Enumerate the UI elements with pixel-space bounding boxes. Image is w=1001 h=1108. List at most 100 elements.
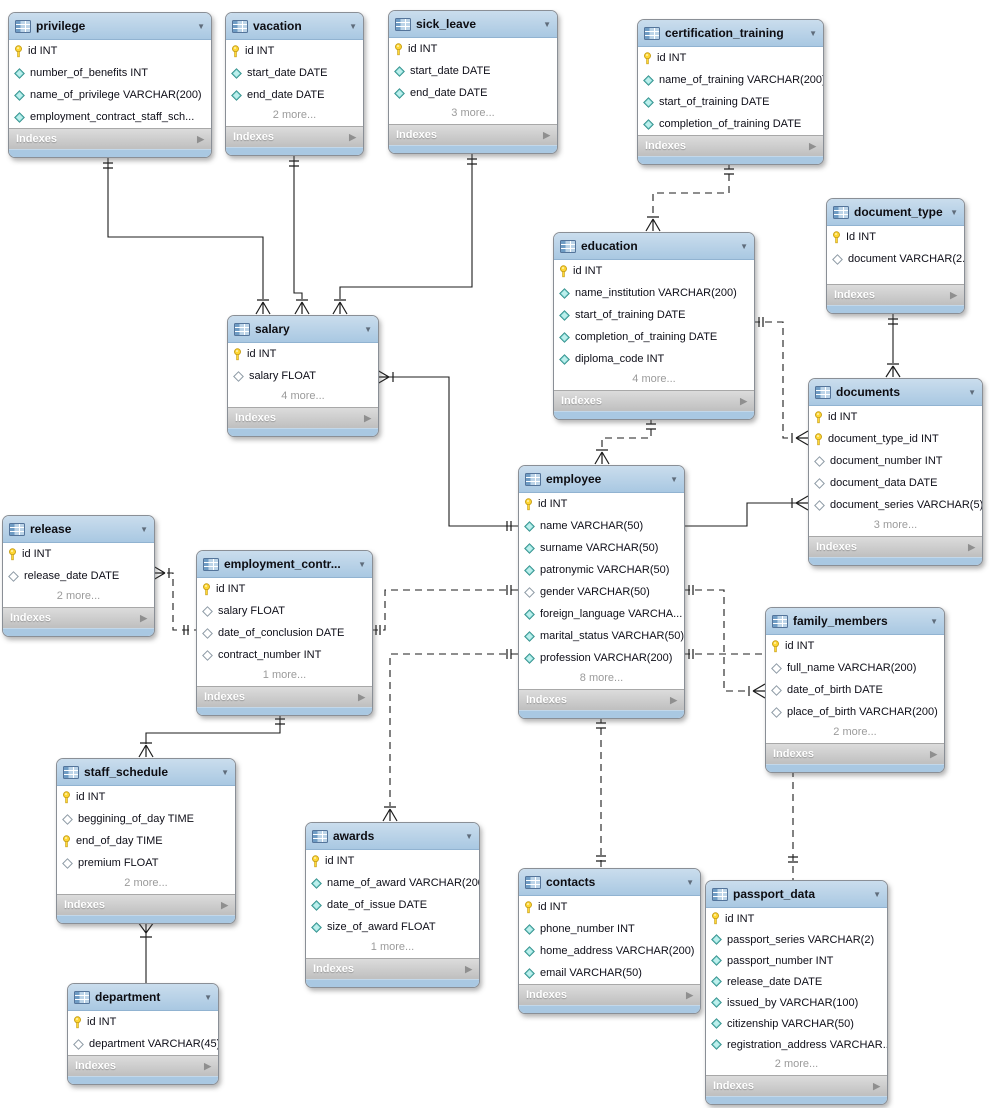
indexes-bar[interactable]: Indexes▶	[197, 686, 372, 707]
collapse-arrow-icon[interactable]: ▼	[950, 207, 958, 217]
column-row[interactable]: start_date DATE	[226, 62, 363, 84]
table-header[interactable]: staff_schedule▼	[57, 759, 235, 786]
more-columns-label[interactable]: 2 more...	[774, 1058, 819, 1070]
more-columns-label[interactable]: 3 more...	[451, 107, 495, 119]
column-row[interactable]: document_series VARCHAR(5)	[809, 494, 982, 516]
expand-arrow-icon[interactable]: ▶	[465, 963, 472, 974]
column-row[interactable]: document_number INT	[809, 450, 982, 472]
indexes-bar[interactable]: Indexes▶	[306, 958, 479, 979]
collapse-arrow-icon[interactable]: ▼	[968, 387, 976, 397]
indexes-bar[interactable]: Indexes▶	[519, 984, 700, 1005]
column-row[interactable]: contract_number INT	[197, 644, 372, 666]
column-row[interactable]: place_of_birth VARCHAR(200)	[766, 701, 944, 723]
column-row[interactable]: number_of_benefits INT	[9, 62, 211, 84]
table-header[interactable]: employment_contr...▼	[197, 551, 372, 578]
collapse-arrow-icon[interactable]: ▼	[364, 324, 372, 334]
column-row[interactable]: id INT	[519, 493, 684, 515]
collapse-arrow-icon[interactable]: ▼	[358, 559, 366, 569]
column-row[interactable]: id INT	[306, 850, 479, 872]
table-header[interactable]: vacation▼	[226, 13, 363, 40]
indexes-bar[interactable]: Indexes▶	[9, 128, 211, 149]
column-row[interactable]: start_date DATE	[389, 60, 557, 82]
more-columns-label[interactable]: 4 more...	[632, 373, 676, 385]
column-row[interactable]: completion_of_training DATE	[554, 326, 754, 348]
column-row[interactable]: department VARCHAR(45)	[68, 1033, 218, 1055]
collapse-arrow-icon[interactable]: ▼	[930, 616, 938, 626]
collapse-arrow-icon[interactable]: ▼	[221, 767, 229, 777]
more-columns-label[interactable]: 1 more...	[370, 941, 415, 953]
column-row[interactable]: size_of_award FLOAT	[306, 916, 479, 938]
column-row[interactable]: marital_status VARCHAR(50)	[519, 625, 684, 647]
column-row[interactable]: release_date DATE	[3, 565, 154, 587]
column-row[interactable]: date_of_issue DATE	[306, 894, 479, 916]
collapse-arrow-icon[interactable]: ▼	[197, 21, 205, 31]
column-row[interactable]: end_date DATE	[226, 84, 363, 106]
more-columns-label[interactable]: 2 more...	[56, 590, 101, 602]
collapse-arrow-icon[interactable]: ▼	[740, 241, 748, 251]
column-row[interactable]: foreign_language VARCHA...	[519, 603, 684, 625]
expand-arrow-icon[interactable]: ▶	[349, 131, 356, 142]
relationship-employment-contract-employee[interactable]	[371, 585, 518, 635]
collapse-arrow-icon[interactable]: ▼	[349, 21, 357, 31]
expand-arrow-icon[interactable]: ▶	[358, 691, 365, 702]
relationship-sick-leave-salary[interactable]	[332, 151, 477, 315]
column-row[interactable]: date_of_birth DATE	[766, 679, 944, 701]
column-row[interactable]: id INT	[519, 896, 700, 918]
expand-arrow-icon[interactable]: ▶	[968, 541, 975, 552]
relationship-privilege-salary[interactable]	[103, 155, 271, 315]
relationship-employee-documents[interactable]	[683, 495, 809, 527]
relationship-certification-training-education[interactable]	[645, 162, 734, 232]
column-row[interactable]: id INT	[197, 578, 372, 600]
column-row[interactable]: id INT	[57, 786, 235, 808]
column-row[interactable]: id INT	[3, 543, 154, 565]
column-row[interactable]: date_of_conclusion DATE	[197, 622, 372, 644]
collapse-arrow-icon[interactable]: ▼	[686, 877, 694, 887]
column-row[interactable]: id INT	[228, 343, 378, 365]
table-header[interactable]: education▼	[554, 233, 754, 260]
more-columns-label[interactable]: 2 more...	[833, 726, 877, 738]
relationship-employee-contacts[interactable]	[596, 716, 606, 868]
column-row[interactable]: beggining_of_day TIME	[57, 808, 235, 830]
table-header[interactable]: contacts▼	[519, 869, 700, 896]
collapse-arrow-icon[interactable]: ▼	[670, 474, 678, 484]
table-header[interactable]: release▼	[3, 516, 154, 543]
expand-arrow-icon[interactable]: ▶	[873, 1080, 880, 1091]
column-row[interactable]: name_of_award VARCHAR(200)	[306, 872, 479, 894]
indexes-bar[interactable]: Indexes▶	[827, 284, 964, 305]
more-columns-label[interactable]: 2 more...	[124, 877, 168, 889]
column-row[interactable]: home_address VARCHAR(200)	[519, 940, 700, 962]
relationship-vacation-salary[interactable]	[289, 153, 310, 315]
table-header[interactable]: department▼	[68, 984, 218, 1011]
relationship-release-employment-contract[interactable]	[152, 565, 196, 635]
table-header[interactable]: sick_leave▼	[389, 11, 557, 38]
column-row[interactable]: release_date DATE	[706, 971, 887, 992]
relationship-education-documents[interactable]	[753, 317, 809, 446]
indexes-bar[interactable]: Indexes▶	[226, 126, 363, 147]
table-header[interactable]: privilege▼	[9, 13, 211, 40]
table-header[interactable]: passport_data▼	[706, 881, 887, 908]
indexes-bar[interactable]: Indexes▶	[228, 407, 378, 428]
relationship-employee-awards[interactable]	[382, 649, 518, 822]
column-row[interactable]: surname VARCHAR(50)	[519, 537, 684, 559]
table-header[interactable]: documents▼	[809, 379, 982, 406]
column-row[interactable]: phone_number INT	[519, 918, 700, 940]
table-header[interactable]: salary▼	[228, 316, 378, 343]
expand-arrow-icon[interactable]: ▶	[221, 899, 228, 910]
column-row[interactable]: start_of_training DATE	[638, 91, 823, 113]
column-row[interactable]: gender VARCHAR(50)	[519, 581, 684, 603]
column-row[interactable]: id INT	[68, 1011, 218, 1033]
expand-arrow-icon[interactable]: ▶	[740, 395, 747, 406]
indexes-bar[interactable]: Indexes▶	[389, 124, 557, 145]
